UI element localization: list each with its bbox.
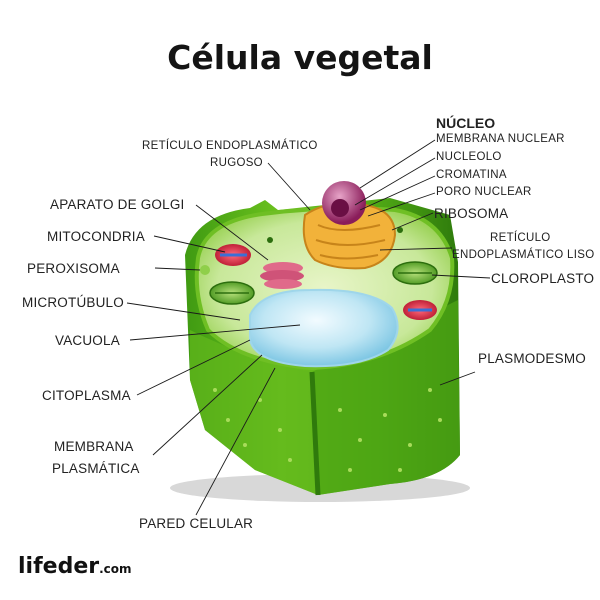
label-peroxisoma: PEROXISOMA [27,261,120,276]
leader-lines [126,139,491,516]
logo-name: lifeder [18,554,100,579]
lifeder-logo: lifeder.com [18,554,132,579]
chloroplast-right [392,261,438,285]
label-citoplasma: CITOPLASMA [42,388,131,403]
ribosome [397,227,403,233]
mitochondrion-left [215,244,251,266]
label-reticulo-liso-1: RETÍCULO [490,232,551,244]
cell-wall-right-face [312,300,460,495]
golgi-apparatus [260,262,304,289]
label-cromatina: CROMATINA [436,169,507,181]
label-reticulo-rugoso-2: RUGOSO [210,157,263,169]
nucleolus [331,199,349,217]
label-plasmodesmo: PLASMODESMO [478,351,586,366]
label-microtubulo: MICROTÚBULO [22,295,124,310]
label-nucleolo: NUCLEOLO [436,151,502,163]
label-membrana-plasmatica-2: PLASMÁTICA [52,461,140,476]
diagram-title: Célula vegetal [167,38,433,77]
chloroplast-left [209,281,255,305]
label-pared-celular: PARED CELULAR [139,516,254,531]
ribosome [267,237,273,243]
vacuole [249,288,399,368]
label-cloroplasto: CLOROPLASTO [491,271,595,286]
logo-suffix: .com [99,562,132,576]
label-ribosoma: RIBOSOMA [434,206,509,221]
rough-er-folds [315,224,386,260]
label-reticulo-rugoso-1: RETÍCULO ENDOPLASMÁTICO [142,140,318,152]
label-nucleo: NÚCLEO [436,115,496,131]
label-poro-nuclear: PORO NUCLEAR [436,186,532,198]
label-reticulo-liso-2: ENDOPLASMÁTICO LISO [452,249,595,261]
label-mitocondria: MITOCONDRIA [47,229,145,244]
mitochondrion-right [403,300,437,320]
plasmodesmata-dots [213,388,442,472]
label-membrana-plasmatica-1: MEMBRANA [54,439,134,454]
cell-wall-edge [309,371,321,496]
label-vacuola: VACUOLA [55,333,120,348]
peroxisome [200,265,210,275]
cell-wall-left-face [190,330,318,495]
label-aparato-golgi: APARATO DE GOLGI [50,197,185,212]
label-membrana-nuclear: MEMBRANA NUCLEAR [436,133,565,145]
